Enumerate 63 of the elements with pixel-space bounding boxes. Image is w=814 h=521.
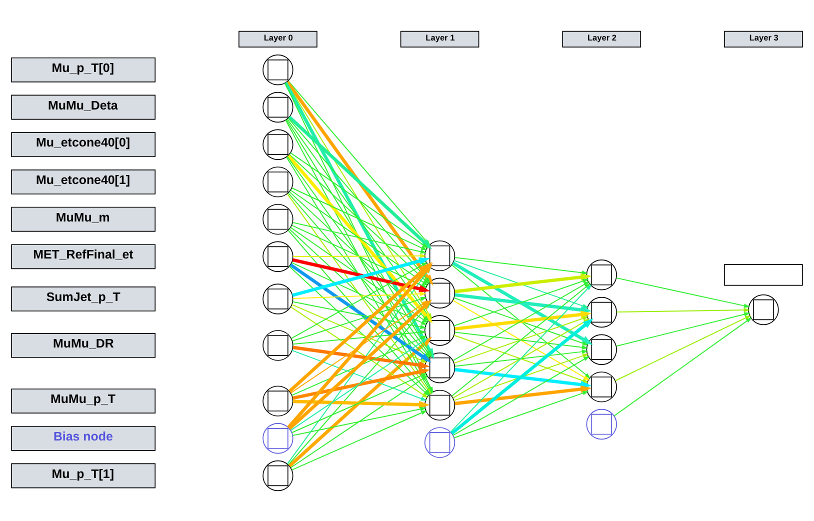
arrow	[614, 316, 752, 416]
node-circle	[748, 294, 779, 325]
arrow	[292, 399, 430, 408]
arrow	[292, 296, 427, 341]
node-box: Bias node	[11, 425, 156, 450]
node-circle	[262, 240, 294, 272]
node-box	[724, 264, 803, 286]
arrow	[454, 334, 589, 382]
node-circle	[262, 128, 294, 160]
node-box: Layer 3	[724, 30, 803, 47]
node-circle	[586, 371, 617, 402]
node-circle	[262, 203, 294, 234]
arrow	[616, 312, 750, 346]
node-box: MET_RefFinal_et	[11, 244, 156, 269]
node-circle	[262, 422, 294, 454]
arrow	[292, 221, 427, 254]
arrow	[454, 331, 588, 349]
node-circle	[262, 460, 294, 491]
arrow	[454, 260, 589, 308]
node-circle	[262, 166, 294, 197]
node-circle	[586, 408, 617, 440]
arrow	[454, 384, 592, 405]
arrow	[454, 390, 589, 438]
arrow	[292, 253, 426, 258]
arrow	[290, 152, 428, 248]
node-box: SumJet_p_T	[11, 286, 156, 311]
arrow	[454, 292, 592, 314]
node-box: MuMu_Deta	[11, 94, 156, 120]
arrow	[454, 349, 588, 366]
node-box: Mu_etcone40[0]	[11, 132, 156, 157]
arrow	[454, 353, 589, 401]
node-circle	[262, 330, 294, 360]
arrow	[292, 406, 426, 436]
arrow	[292, 291, 426, 298]
arrow	[614, 314, 752, 381]
arrow	[291, 187, 428, 250]
node-circle	[262, 283, 294, 314]
arrow	[292, 349, 427, 400]
node-box: Layer 2	[562, 30, 642, 47]
arrow	[292, 330, 426, 344]
node-box: Mu_p_T[0]	[11, 56, 156, 82]
node-circle	[586, 334, 617, 364]
arrow	[454, 256, 588, 274]
arrow	[616, 276, 750, 308]
node-box: Mu_etcone40[1]	[11, 169, 156, 194]
node-box: MuMu_p_T	[11, 388, 156, 413]
arrow	[292, 300, 426, 328]
node-box: Layer 0	[238, 30, 318, 47]
node-circle	[262, 385, 294, 416]
node-box: Mu_p_T[1]	[11, 462, 156, 488]
arrow	[291, 304, 428, 362]
arrow	[454, 367, 592, 388]
node-box: MuMu_m	[11, 206, 156, 232]
arrow	[291, 410, 428, 470]
node-circle	[586, 296, 617, 328]
node-box: Layer 1	[400, 30, 480, 47]
arrow	[616, 307, 750, 312]
node-box: MuMu_DR	[11, 332, 156, 358]
arrow	[452, 356, 590, 436]
node-circle	[424, 426, 456, 458]
arrow	[290, 189, 428, 286]
node-circle	[262, 91, 294, 122]
node-circle	[262, 54, 294, 85]
